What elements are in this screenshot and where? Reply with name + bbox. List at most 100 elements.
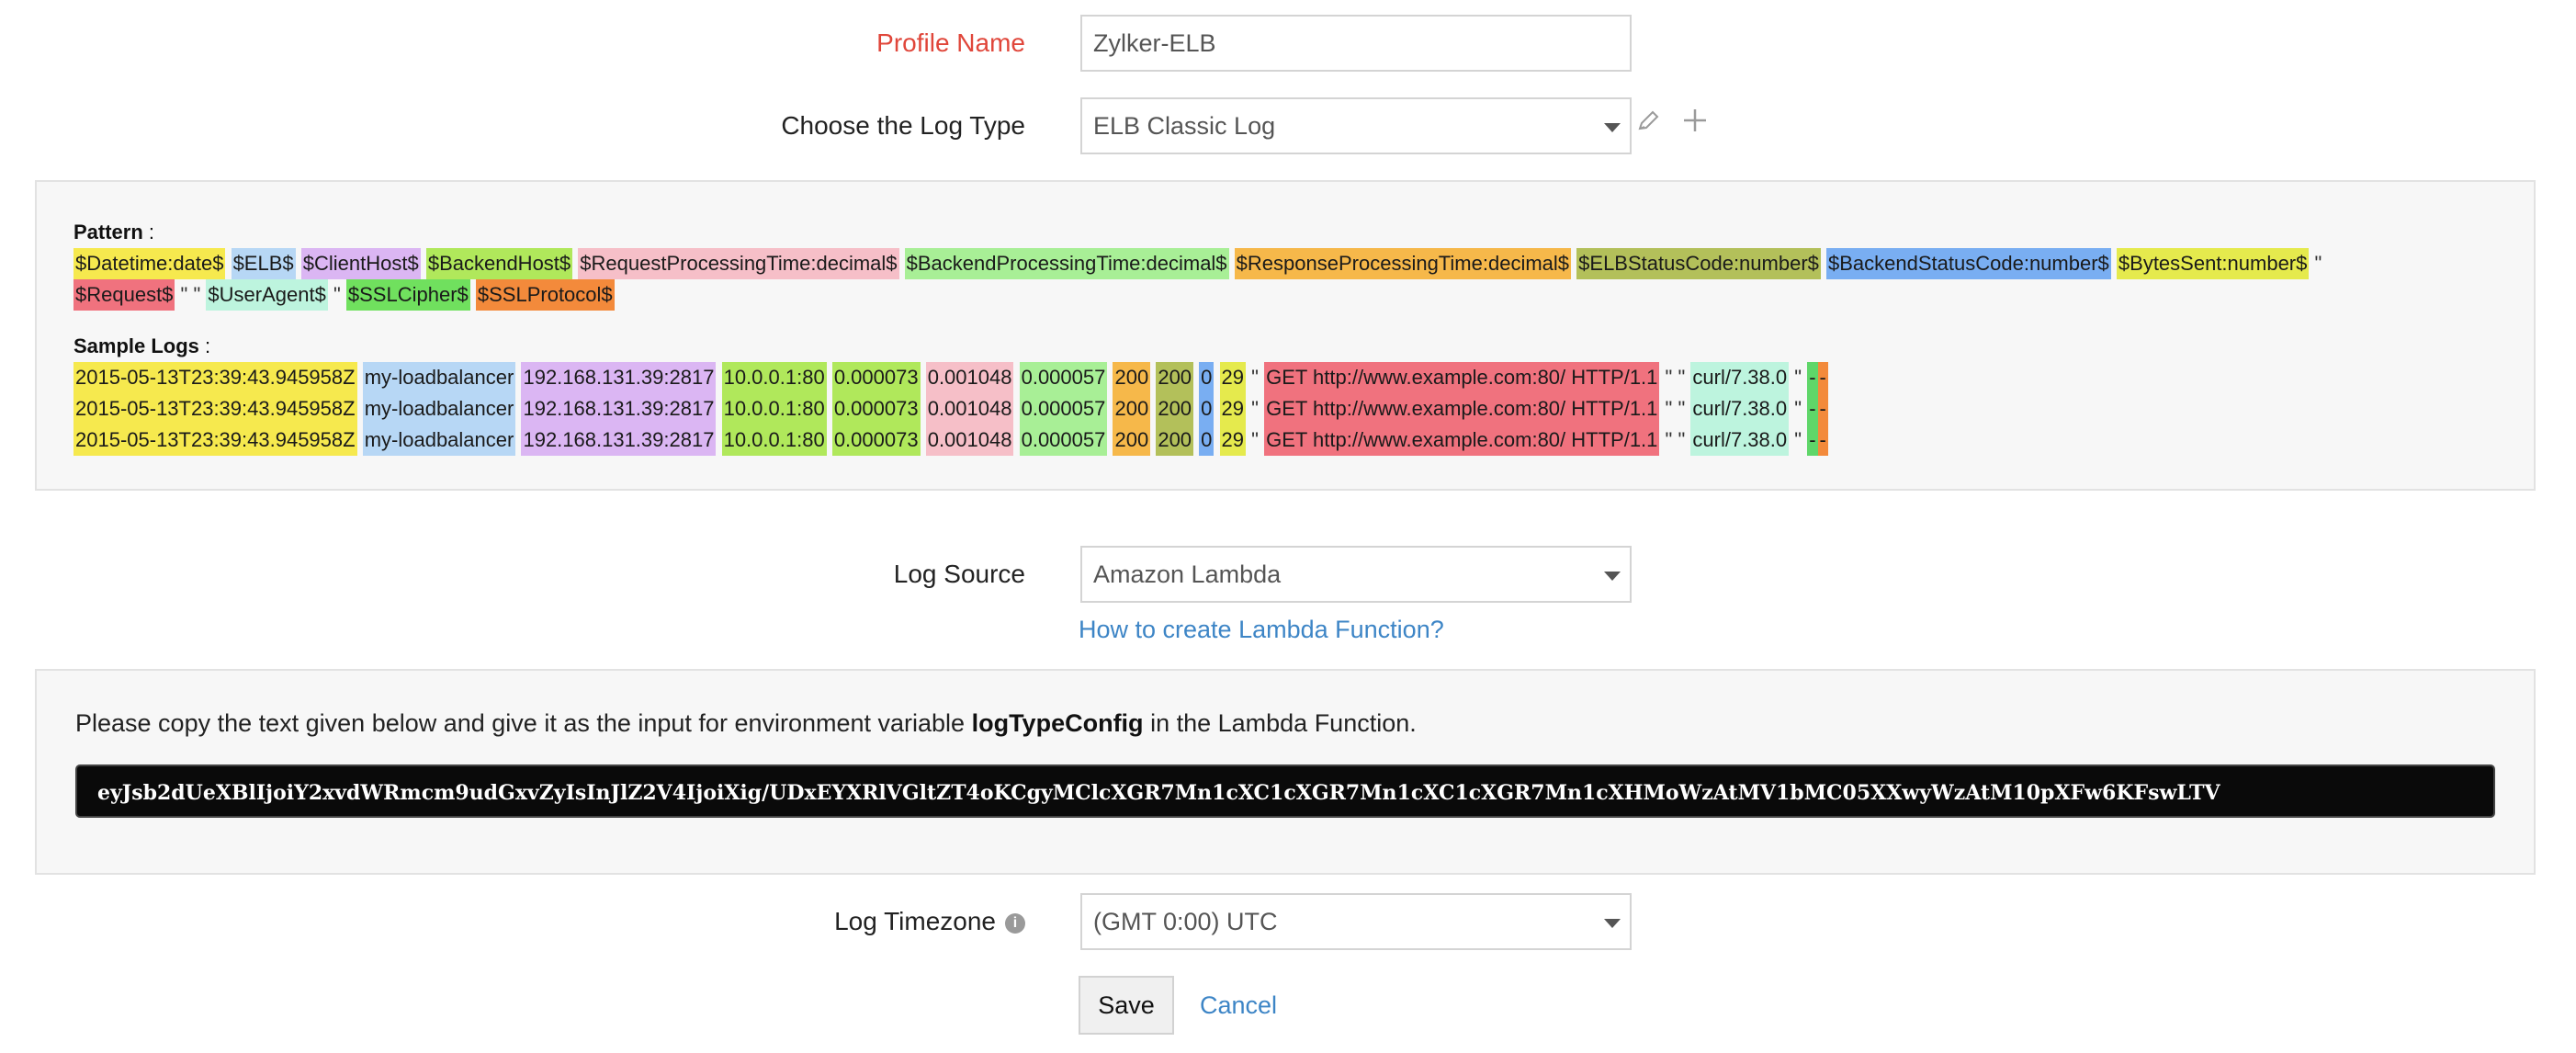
sample-log-field: 192.168.131.39:2817	[521, 425, 717, 456]
sample-log-field: 2015-05-13T23:39:43.945958Z	[73, 393, 357, 425]
sample-log-field: curl/7.38.0	[1690, 362, 1790, 393]
caret-down-icon	[1604, 123, 1621, 132]
config-code-box[interactable]: eyJsb2dUeXBlIjoiY2xvdWRmcm9udGxvZyIsInJl…	[75, 764, 2495, 818]
sample-log-field: "	[1794, 428, 1802, 451]
save-button[interactable]: Save	[1079, 976, 1174, 1035]
sample-log-field: "	[1794, 366, 1802, 389]
sample-log-field: -	[1807, 362, 1818, 393]
pattern-token: $BackendStatusCode:number$	[1826, 248, 2111, 279]
pattern-panel: Pattern : $Datetime:date$ $ELB$ $ClientH…	[35, 180, 2536, 491]
pattern-token: $RequestProcessingTime:decimal$	[578, 248, 899, 279]
sample-log-field: my-loadbalancer	[362, 425, 516, 456]
lambda-help-link[interactable]: How to create Lambda Function?	[1079, 616, 1444, 643]
log-source-row: Log Source Amazon Lambda	[0, 546, 2576, 603]
sample-log-field: 0.000073	[831, 425, 921, 456]
sample-log-field: 200	[1113, 425, 1151, 456]
plus-icon[interactable]	[1681, 107, 1709, 139]
sample-log-field: -	[1817, 393, 1828, 425]
log-timezone-select[interactable]: (GMT 0:00) UTC	[1080, 893, 1632, 950]
log-type-label: Choose the Log Type	[781, 111, 1025, 140]
sample-log-field: 10.0.0.1:80	[721, 362, 827, 393]
sample-log-field: " "	[1665, 397, 1686, 420]
sample-log-field: 0.000057	[1019, 362, 1108, 393]
sample-log-field: "	[1251, 366, 1259, 389]
sample-log-field: 0.000057	[1019, 393, 1108, 425]
pattern-token: $Datetime:date$	[73, 248, 226, 279]
profile-name-label: Profile Name	[876, 28, 1025, 57]
sample-log-field: GET http://www.example.com:80/ HTTP/1.1	[1264, 425, 1660, 456]
sample-log-field: curl/7.38.0	[1690, 393, 1790, 425]
sample-log-field: 10.0.0.1:80	[721, 425, 827, 456]
sample-log-field: 200	[1156, 393, 1194, 425]
sample-log-row: 2015-05-13T23:39:43.945958Z my-loadbalan…	[73, 362, 1828, 393]
log-type-select[interactable]: ELB Classic Log	[1080, 97, 1632, 154]
env-variable-name: logTypeConfig	[971, 709, 1144, 737]
sample-log-field: 2015-05-13T23:39:43.945958Z	[73, 425, 357, 456]
info-icon[interactable]: i	[1005, 912, 1025, 934]
sample-log-field: 0.001048	[925, 425, 1014, 456]
pattern-token: $ELBStatusCode:number$	[1576, 248, 1821, 279]
sample-log-field: " "	[1665, 428, 1686, 451]
sample-log-field: 192.168.131.39:2817	[521, 362, 717, 393]
pattern-token: $BytesSent:number$	[2116, 248, 2310, 279]
pattern-token: $SSLCipher$	[345, 279, 470, 311]
pencil-icon[interactable]	[1635, 108, 1661, 139]
sample-log-field: -	[1807, 393, 1818, 425]
pattern-quote: "	[2314, 252, 2322, 275]
cancel-button[interactable]: Cancel	[1200, 991, 1278, 1019]
sample-log-field: curl/7.38.0	[1690, 425, 1790, 456]
pattern-token: $BackendProcessingTime:decimal$	[904, 248, 1229, 279]
pattern-token: $ResponseProcessingTime:decimal$	[1234, 248, 1572, 279]
log-source-value: Amazon Lambda	[1093, 560, 1282, 588]
sample-log-field: 2015-05-13T23:39:43.945958Z	[73, 362, 357, 393]
sample-log-field: -	[1807, 425, 1818, 456]
sample-log-field: 0.000057	[1019, 425, 1108, 456]
pattern-quote: "	[333, 283, 341, 306]
sample-log-field: 200	[1113, 393, 1151, 425]
sample-log-field: 29	[1219, 362, 1247, 393]
sample-log-field: " "	[1665, 366, 1686, 389]
lambda-config-panel: Please copy the text given below and giv…	[35, 669, 2536, 875]
sample-log-field: 0.001048	[925, 362, 1014, 393]
pattern-token: $ClientHost$	[300, 248, 421, 279]
sample-log-field: -	[1817, 425, 1828, 456]
sample-log-field: 29	[1219, 425, 1247, 456]
pattern-token: $UserAgent$	[206, 279, 328, 311]
sample-log-field: GET http://www.example.com:80/ HTTP/1.1	[1264, 393, 1660, 425]
sample-log-field: 0	[1199, 393, 1215, 425]
sample-log-field: "	[1251, 428, 1259, 451]
sample-log-field: 200	[1156, 362, 1194, 393]
sample-log-field: 0.001048	[925, 393, 1014, 425]
log-source-label: Log Source	[893, 560, 1025, 588]
sample-log-field: -	[1817, 362, 1828, 393]
log-type-row: Choose the Log Type ELB Classic Log	[0, 97, 2576, 154]
sample-log-field: my-loadbalancer	[362, 362, 516, 393]
sample-log-field: "	[1794, 397, 1802, 420]
sample-log-field: 0.000073	[831, 393, 921, 425]
sample-log-row: 2015-05-13T23:39:43.945958Z my-loadbalan…	[73, 425, 1828, 456]
pattern-token: $Request$	[73, 279, 175, 311]
sample-log-field: 200	[1156, 425, 1194, 456]
sample-log-field: "	[1251, 397, 1259, 420]
pattern-token: $BackendHost$	[425, 248, 573, 279]
log-timezone-value: (GMT 0:00) UTC	[1093, 908, 1278, 935]
sample-log-field: 0	[1199, 362, 1215, 393]
pattern-line-1: $Datetime:date$ $ELB$ $ClientHost$ $Back…	[73, 248, 2322, 279]
pattern-token: $ELB$	[231, 248, 296, 279]
sample-log-field: 192.168.131.39:2817	[521, 393, 717, 425]
log-source-select[interactable]: Amazon Lambda	[1080, 546, 1632, 603]
sample-logs-title: Sample Logs :	[73, 334, 211, 357]
sample-log-field: 29	[1219, 393, 1247, 425]
profile-name-row: Profile Name Zylker-ELB	[0, 15, 2576, 72]
sample-log-field: 10.0.0.1:80	[721, 393, 827, 425]
sample-log-field: 0	[1199, 425, 1215, 456]
profile-name-input[interactable]: Zylker-ELB	[1080, 15, 1632, 72]
pattern-line-2: $Request$ " " $UserAgent$ " $SSLCipher$ …	[73, 279, 615, 311]
sample-log-field: GET http://www.example.com:80/ HTTP/1.1	[1264, 362, 1660, 393]
pattern-title: Pattern :	[73, 221, 155, 243]
caret-down-icon	[1604, 919, 1621, 928]
pattern-quote: " "	[180, 283, 201, 306]
lambda-instruction: Please copy the text given below and giv…	[75, 709, 1417, 737]
